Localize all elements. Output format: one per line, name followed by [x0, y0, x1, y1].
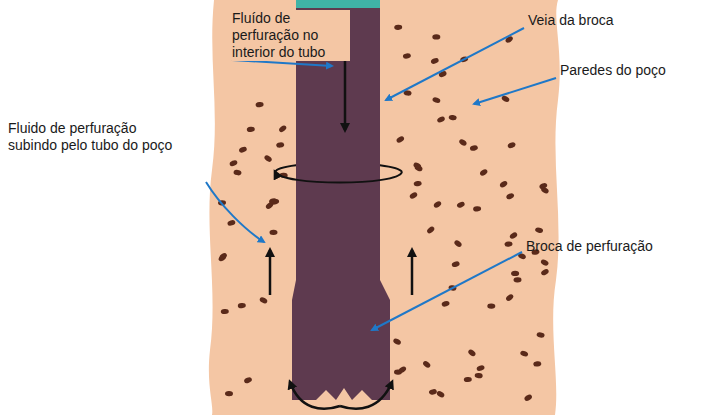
cutting-dot — [428, 388, 437, 395]
cutting-dot — [268, 198, 277, 205]
bit-flow-arrow — [340, 382, 392, 409]
cutting-dot — [409, 191, 419, 200]
cutting-dot — [458, 138, 468, 147]
cutting-dot — [456, 201, 465, 209]
cutting-dot — [398, 365, 408, 374]
rock-formation — [209, 0, 560, 415]
pipe-fluid-label: Fluído de perfuração no interior do tubo — [232, 10, 350, 61]
cutting-dot — [422, 360, 432, 369]
pipe-cap — [296, 0, 380, 8]
cutting-dot — [238, 303, 246, 309]
cutting-dot — [430, 57, 439, 65]
leader-arrow — [206, 182, 264, 242]
cutting-dot — [540, 268, 550, 276]
cutting-dot — [441, 300, 450, 308]
cutting-dot — [432, 96, 441, 104]
cutting-dot — [394, 24, 402, 30]
cutting-dot — [229, 159, 238, 167]
cutting-dot — [506, 192, 515, 200]
cutting-dot — [499, 180, 509, 189]
cutting-dot — [413, 162, 422, 170]
cutting-dot — [433, 200, 443, 209]
cutting-dot — [511, 271, 519, 276]
cutting-dot — [255, 102, 263, 108]
cutting-dot — [513, 277, 521, 283]
cutting-dot — [436, 390, 446, 399]
cutting-dot — [221, 309, 229, 315]
drill-vein-label: Veia da broca — [528, 12, 678, 29]
leader-arrow — [474, 78, 556, 104]
cutting-dot — [540, 259, 549, 267]
cutting-dot — [473, 206, 481, 212]
cutting-dot — [469, 145, 478, 152]
cutting-dot — [263, 154, 273, 163]
cutting-dot — [233, 169, 242, 176]
cutting-dot — [540, 186, 550, 195]
flow-up-arrow — [269, 250, 272, 295]
cutting-dot — [278, 124, 288, 133]
cutting-dot — [269, 230, 277, 235]
cutting-dot — [448, 115, 457, 121]
cutting-dot — [505, 293, 515, 302]
cutting-dot — [396, 135, 406, 143]
cutting-dot — [509, 231, 519, 240]
cutting-dot — [243, 376, 252, 384]
cutting-dot — [225, 391, 233, 396]
cutting-dot — [479, 168, 489, 177]
circulation-arrow-front — [275, 172, 402, 183]
cutting-dot — [476, 364, 485, 372]
cutting-dot — [535, 227, 544, 234]
leader-arrow — [386, 28, 524, 100]
cutting-dot — [467, 348, 477, 357]
cutting-dot — [475, 373, 483, 379]
cutting-dot — [536, 332, 545, 338]
cutting-dot — [403, 53, 412, 59]
cutting-dot — [453, 239, 463, 248]
cutting-dot — [413, 180, 422, 187]
bit-flow-arrow — [290, 382, 340, 409]
cutting-dot — [451, 260, 460, 268]
cutting-dot — [227, 219, 236, 226]
cutting-dot — [392, 337, 401, 345]
cutting-dot — [507, 141, 516, 149]
cutting-dot — [238, 146, 247, 154]
cutting-dot — [259, 296, 269, 304]
cutting-dot — [487, 303, 495, 308]
cutting-dot — [523, 394, 533, 403]
cutting-dot — [533, 361, 542, 367]
cutting-dot — [426, 225, 436, 234]
drill-bit-label: Broca de perfuração — [526, 238, 706, 255]
well-wall-label: Paredes do poço — [560, 62, 710, 79]
flow-up-arrow — [411, 250, 414, 295]
cutting-dot — [504, 241, 513, 247]
cutting-dot — [276, 142, 285, 148]
cutting-dot — [520, 350, 529, 358]
rising-fluid-label: Fluido de perfuração subindo pelo tubo d… — [8, 120, 183, 154]
cutting-dot — [464, 377, 472, 383]
cutting-dot — [218, 252, 228, 261]
leader-arrow — [372, 252, 522, 330]
cutting-dot — [436, 115, 445, 123]
cutting-dot — [247, 126, 255, 132]
cutting-dot — [432, 34, 440, 39]
